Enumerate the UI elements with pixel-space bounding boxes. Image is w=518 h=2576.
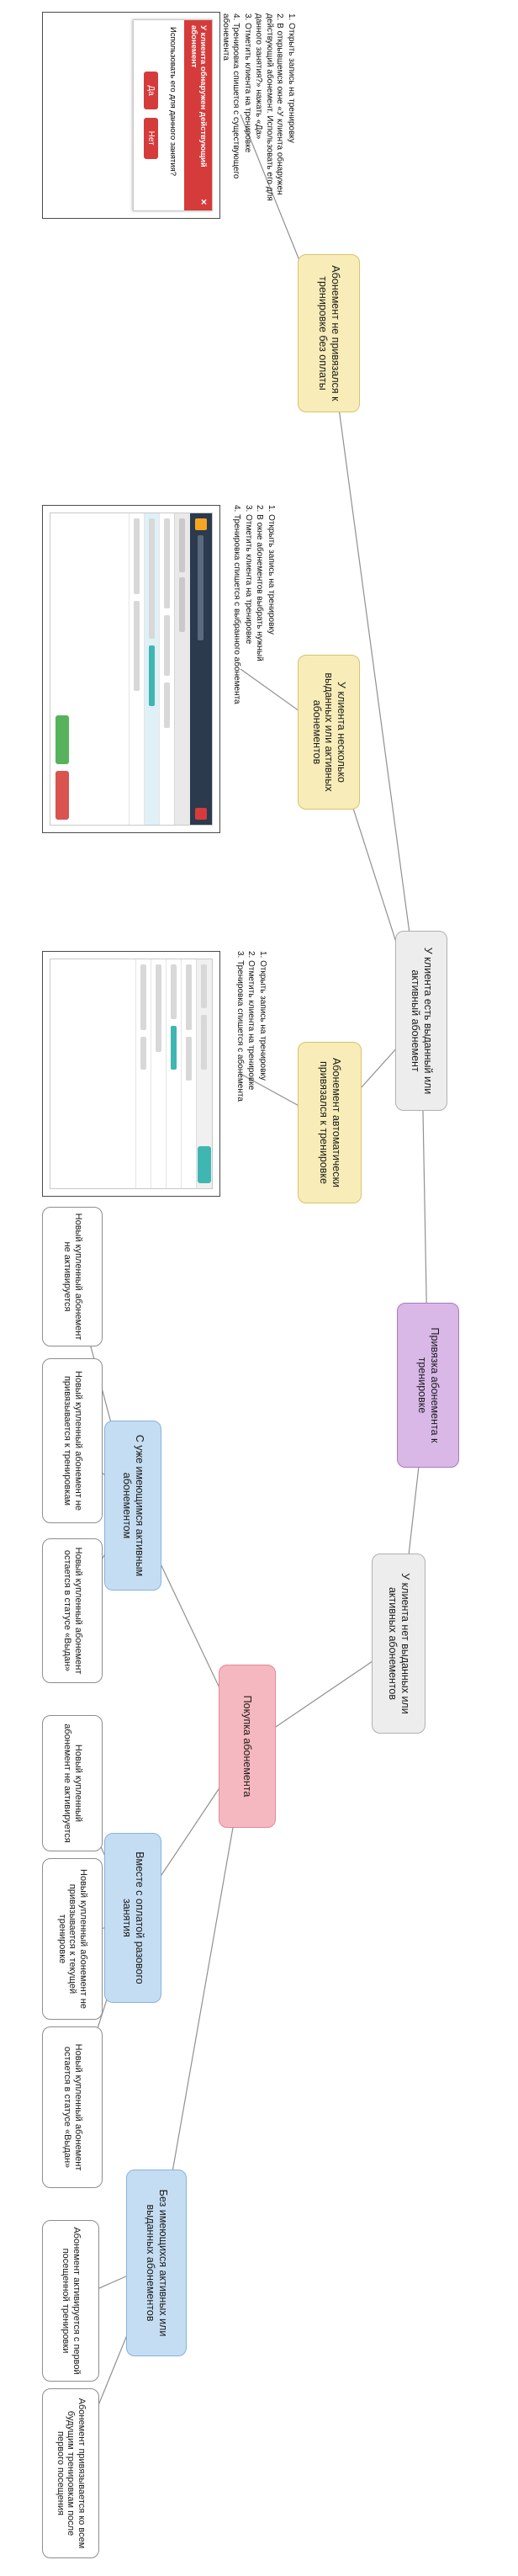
dialog-window: У клиента обнаружен действующий абонемен… [133, 19, 213, 211]
dialog-question: Использовать его для данного занятия? [168, 27, 178, 177]
confirm-button [56, 715, 69, 764]
close-icon [195, 808, 207, 820]
cell [164, 615, 170, 676]
node-outcome-not-activated-1[interactable]: Новый купленный абонемент не активируетс… [42, 1207, 103, 1346]
cell [171, 1026, 177, 1070]
node-subscription-not-linked-unpaid[interactable]: Абонемент не привязался к тренировке без… [298, 254, 360, 412]
node-outcome-activates-first-visit[interactable]: Абонемент активируется с первой посещенн… [42, 2220, 99, 2382]
instructions-auto-linked: 1. Открыть запись на тренировку 2. Отмет… [234, 951, 267, 1178]
dialog-no-button: Нет [144, 117, 159, 159]
app-window [50, 959, 213, 1189]
subscription-row [129, 513, 144, 825]
cell [186, 964, 192, 1030]
instruction-step: 4. Тренировка спишется с выбранного абон… [232, 505, 242, 704]
node-outcome-links-future-trainings[interactable]: Абонемент привязывается ко всем будущим … [42, 2388, 99, 2558]
table-row [181, 959, 196, 1188]
cancel-button [56, 771, 69, 820]
subscription-badge [198, 1146, 211, 1183]
instruction-step: 3. Тренировка спишется с абонемента [235, 951, 245, 1102]
app-window [50, 513, 213, 826]
node-subscription-auto-linked[interactable]: Абонемент автоматически привязался к тре… [298, 1042, 362, 1203]
node-outcome-status-issued-2[interactable]: Новый купленный абонемент остается в ста… [42, 2026, 103, 2188]
instruction-step: 3. Отметить клиента на тренировке [244, 505, 253, 645]
window-title-placeholder [198, 535, 204, 641]
node-linking-subscription-root[interactable]: Привязка абонемента к тренировке [397, 1303, 459, 1468]
dialog-title: У клиента обнаружен действующий абонемен… [188, 25, 208, 167]
node-outcome-status-issued-1[interactable]: Новый купленный абонемент остается в ста… [42, 1538, 103, 1683]
instruction-step: 1. Открыть запись на тренировку [287, 13, 296, 143]
instruction-step: 2. В открывшемся окне «У клиента обнаруж… [254, 13, 285, 201]
node-client-has-subscription[interactable]: У клиента есть выданный или активный або… [395, 931, 447, 1111]
instruction-step: 2. Отметить клиента на тренировке [246, 951, 256, 1091]
cell [164, 682, 170, 728]
table-row [135, 959, 151, 1188]
node-with-single-visit-payment[interactable]: Вместе с оплатой разового занятия [104, 1833, 161, 2003]
instruction-step: 1. Открыть запись на тренировку [258, 951, 267, 1081]
screenshot-subscription-selection [42, 505, 220, 833]
instructions-not-linked-unpaid: 1. Открыть запись на тренировку 2. В отк… [219, 13, 296, 215]
cell [134, 600, 140, 691]
dialog-buttons: Да Нет [134, 20, 165, 210]
cell [171, 964, 177, 1019]
cell [140, 964, 146, 1030]
instruction-step: 1. Открыть запись на тренировку [267, 505, 276, 635]
cell [140, 1037, 146, 1070]
table-header [196, 959, 212, 1188]
header-cell [201, 1015, 208, 1070]
table-row [151, 959, 166, 1188]
node-outcome-not-linked-current[interactable]: Новый купленный абонемент не привязывает… [42, 1858, 103, 2020]
screenshot-attendance-table [42, 951, 220, 1197]
dialog-header: У клиента обнаружен действующий абонемен… [184, 20, 212, 210]
instruction-step: 3. Отметить клиента на тренировке [243, 13, 252, 153]
window-footer [50, 513, 74, 825]
instruction-step: 4. Тренировка спишется с существующего а… [221, 13, 241, 179]
subscription-row [159, 513, 174, 825]
cell [186, 1037, 192, 1081]
node-client-no-subscription[interactable]: У клиента нет выданных или активных абон… [372, 1554, 426, 1734]
node-several-subscriptions[interactable]: У клиента несколько выданных или активны… [298, 655, 360, 810]
node-outcome-not-linked-trainings[interactable]: Новый купленный абонемент не привязывает… [42, 1358, 103, 1523]
dialog-yes-button: Да [144, 72, 159, 109]
toolbar-item [179, 518, 186, 573]
instructions-several-subscriptions: 1. Открыть запись на тренировку 2. В окн… [230, 505, 277, 805]
node-purchase-subscription[interactable]: Покупка абонемента [219, 1665, 276, 1828]
cell [149, 518, 155, 640]
cell [164, 518, 170, 609]
screenshot-subscription-dialog: У клиента обнаружен действующий абонемен… [42, 12, 220, 219]
header-cell [201, 964, 208, 1008]
subscription-row-selected [144, 513, 159, 825]
node-without-existing-subscriptions[interactable]: Без имеющихся активных или выданных абон… [126, 2170, 187, 2356]
cell [134, 518, 140, 594]
window-titlebar [190, 513, 212, 825]
window-toolbar [174, 513, 190, 825]
cell [149, 645, 155, 706]
node-outcome-not-activated-2[interactable]: Новый купленный абонемент не активируетс… [42, 1715, 103, 1851]
app-logo-icon [195, 518, 207, 530]
close-icon: ✕ [198, 199, 208, 205]
instruction-step: 2. В окне абонементов выбрать нужный [255, 505, 265, 661]
cell [156, 964, 161, 1052]
node-with-existing-active-subscription[interactable]: С уже имеющимся активным абонементом [104, 1421, 161, 1591]
table-row [166, 959, 181, 1188]
toolbar-item [179, 577, 186, 632]
